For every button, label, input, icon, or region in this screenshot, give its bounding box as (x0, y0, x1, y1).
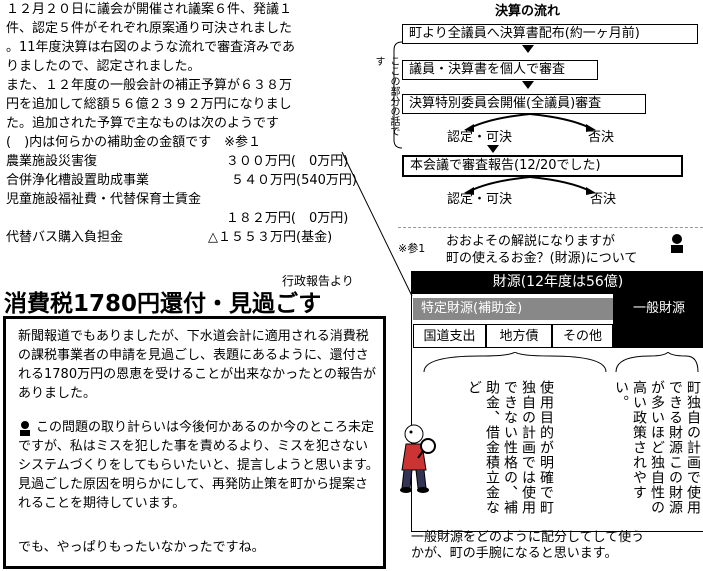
arrow-down-icon (522, 81, 534, 89)
budget-item-name (6, 209, 186, 228)
intro-line: 。11年度決算は右図のような流れで審査済みであ (6, 40, 296, 55)
budget-item-sub: (基金) (296, 230, 333, 245)
budget-item: 農業施設災害復 ３００万円( 0万円) (6, 152, 396, 171)
reject-label: 否決 (588, 130, 615, 145)
bracket-icon (393, 41, 403, 149)
note-intro: おおよその解説になりますが 町の使えるお金？(財源)について (446, 233, 637, 267)
sub-local-bond: 地方債 (486, 324, 552, 348)
budget-item: 代替バス購入負担金 △１５５３万円 (基金) (6, 228, 396, 247)
flow-step-plenary: 本会議で審査報告(12/20でした) (402, 155, 683, 177)
bottom-note-line: 一般財源をどのように配分してして使う (411, 530, 645, 545)
article-headline: 消費税1780円還付・見過ごす (4, 291, 322, 317)
note-intro-line: 町の使えるお金？(財源)について (446, 251, 638, 266)
budget-item-amount: ５４０万円 (230, 173, 296, 188)
budget-item-amount: ３００万円( (225, 154, 296, 169)
budget-item-name: 農業施設災害復 (6, 154, 98, 169)
budget-item-name: 児童施設福祉費・代替保育士賃金 (6, 192, 202, 207)
budget-item: 合併浄化槽設置助成事業 ５４０万円 (540万円) (6, 171, 396, 190)
bottom-note: 一般財源をどのように配分してして使う かが、町の手腕になると思います。 (411, 530, 644, 562)
tokutei-description: 使用目的が明確で町独自の計画では使用できない性格の、補助金、借金積立金など (466, 380, 554, 515)
arrow-down-icon (487, 145, 499, 153)
bottom-note-line: かが、町の手腕になると思います。 (411, 546, 618, 561)
budget-item: 児童施設福祉費・代替保育士賃金 (6, 190, 396, 209)
budget-item: １８２万円( 0万円) (6, 209, 396, 228)
branch-arrow-icon (464, 113, 596, 132)
article-paragraph: この問題の取り計らいは今後何かあるのか今のところ未定ですが、私はミスを犯した事を… (18, 420, 379, 511)
person-icon (671, 234, 683, 253)
sub-other: その他 (552, 324, 613, 348)
approve-label: 認定・可決 (447, 192, 513, 207)
intro-line: また、１２年度の一般会計の補正予算が６３８万 (6, 78, 293, 93)
article-paragraph: 新聞報道でもありましたが、下水道会計に適用される消費税の課税事業者の申請を見過ご… (18, 329, 376, 401)
sub-national: 国道支出 (413, 324, 486, 348)
flow-title: 決算の流れ (495, 4, 561, 19)
budget-item-amount: １８２万円( (225, 211, 296, 226)
intro-text: １２月２０日に議会が開催され議案６件、発議１ 件、認定５件がそれぞれ原案通り可決… (6, 0, 396, 247)
article-box (3, 316, 386, 569)
divider (398, 227, 703, 228)
branch-arrow-icon (464, 176, 596, 195)
budget-item-name: 合併浄化槽設置助成事業 (6, 173, 150, 188)
flow-step-distribute: 町より全議員へ決算書配布(約一ヶ月前) (402, 24, 698, 44)
flow-step-committee: 決算特別委員会開催(全議員)審査 (402, 94, 646, 114)
side-note: ここの部分の話です (373, 56, 399, 136)
connector-line (341, 151, 413, 297)
note-intro-line: おおよその解説になりますが (446, 234, 616, 249)
article-paragraph: でも、やっぱりもったいなかったですね。 (18, 540, 265, 555)
zaigen-header: 財源(12年度は56億) (411, 271, 703, 294)
ippan-description: 町独自の計画で使用できる財源この財源が多いほど独自性の高い政策されやすい。 (613, 380, 701, 515)
arrow-down-icon (522, 45, 534, 53)
intro-line: りましたので、認定されました。 (6, 59, 201, 74)
reject-label: 否決 (590, 192, 617, 207)
intro-line: 円を追加して総額５６億２３９２万円になりまし (6, 97, 292, 112)
budget-item-sub: 0万円) (296, 154, 349, 169)
intro-line: ( )内は何らかの補助金の金額です ※参１ (6, 135, 262, 150)
intro-line: １２月２０日に議会が開催され議案６件、発議１ (6, 2, 293, 17)
ippan-zaigen: 一般財源 (613, 294, 703, 348)
detective-character-icon (400, 424, 436, 493)
article-source: 行政報告より (282, 274, 354, 288)
flow-step-individual-review: 議員・決算書を個人で審査 (402, 60, 598, 80)
budget-item-sub: (540万円) (296, 173, 357, 188)
budget-item-amount: △１５５３万円 (208, 230, 296, 245)
note-mark: ※参1 (398, 242, 426, 255)
intro-line: た。追加された予算で主なものは次のようです (6, 116, 280, 131)
tokutei-zaigen: 特定財源(補助金) (413, 298, 613, 320)
budget-item-name: 代替バス購入負担金 (6, 230, 124, 245)
budget-item-sub: 0万円) (296, 211, 349, 226)
intro-line: 件、認定５件がそれぞれ原案通り可決されました (6, 21, 293, 36)
brace-icon (423, 352, 699, 373)
approve-label: 認定・可決 (447, 130, 513, 145)
person-icon (20, 421, 30, 436)
